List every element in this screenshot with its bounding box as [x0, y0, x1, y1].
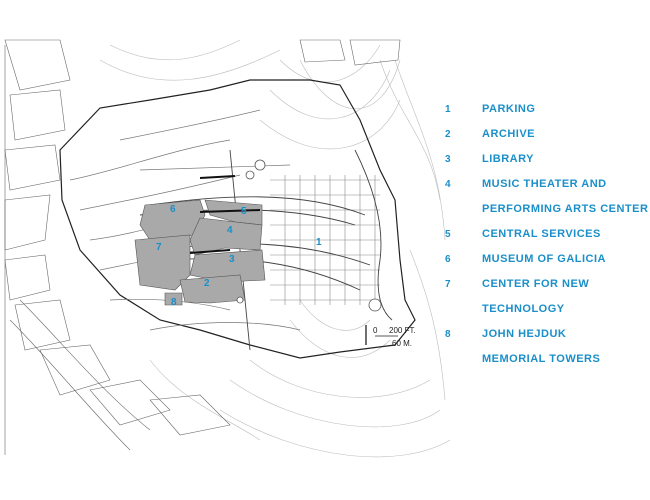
legend-label-6: MUSEUM OF GALICIA	[482, 253, 606, 265]
legend-number-3: 3	[445, 154, 451, 165]
site-label-6: 6	[170, 204, 176, 215]
site-label-7: 7	[156, 242, 162, 253]
site-label-3: 3	[229, 254, 235, 265]
legend-label-8b: MEMORIAL TOWERS	[482, 353, 601, 365]
building-hejduk-towers	[164, 292, 183, 306]
town-blocks	[4, 39, 401, 455]
legend-label-4: MUSIC THEATER AND	[482, 178, 607, 190]
parking-grid	[270, 175, 380, 305]
scale-feet: 200 FT.	[389, 326, 416, 335]
legend-number-2: 2	[445, 129, 451, 140]
legend-number-5: 5	[445, 229, 451, 240]
legend-label-8: JOHN HEJDUK	[482, 328, 567, 340]
roundabouts	[236, 159, 382, 312]
scale-meters: 60 M.	[392, 339, 412, 348]
site-label-2: 2	[204, 278, 210, 289]
building-library	[189, 249, 266, 283]
building-edges	[189, 175, 261, 254]
legend-label-2: ARCHIVE	[482, 128, 536, 140]
site-label-8: 8	[171, 297, 177, 308]
legend-number-6: 6	[445, 254, 451, 265]
site-boundary	[59, 79, 416, 359]
legend-label-4b: PERFORMING ARTS CENTER	[482, 203, 649, 215]
legend-number-4: 4	[445, 179, 451, 190]
scale-bar: 0 200 FT. 60 M.	[365, 325, 416, 348]
scale-zero: 0	[373, 326, 378, 335]
legend-label-1: PARKING	[482, 103, 536, 115]
legend-label-3: LIBRARY	[482, 153, 534, 165]
legend-label-7b: TECHNOLOGY	[482, 303, 565, 315]
legend-label-7: CENTER FOR NEW	[482, 278, 590, 290]
building-archive	[179, 274, 246, 304]
site-label-4: 4	[227, 225, 233, 236]
legend-number-7: 7	[445, 279, 451, 290]
buildings	[134, 199, 266, 306]
legend-number-1: 1	[445, 104, 451, 115]
site-label-1: 1	[316, 237, 322, 248]
site-labels: 1 2 3 4 5 6 7 8	[156, 204, 322, 308]
legend-number-8: 8	[445, 329, 451, 340]
site-label-5: 5	[241, 206, 247, 217]
legend-label-5: CENTRAL SERVICES	[482, 228, 601, 240]
